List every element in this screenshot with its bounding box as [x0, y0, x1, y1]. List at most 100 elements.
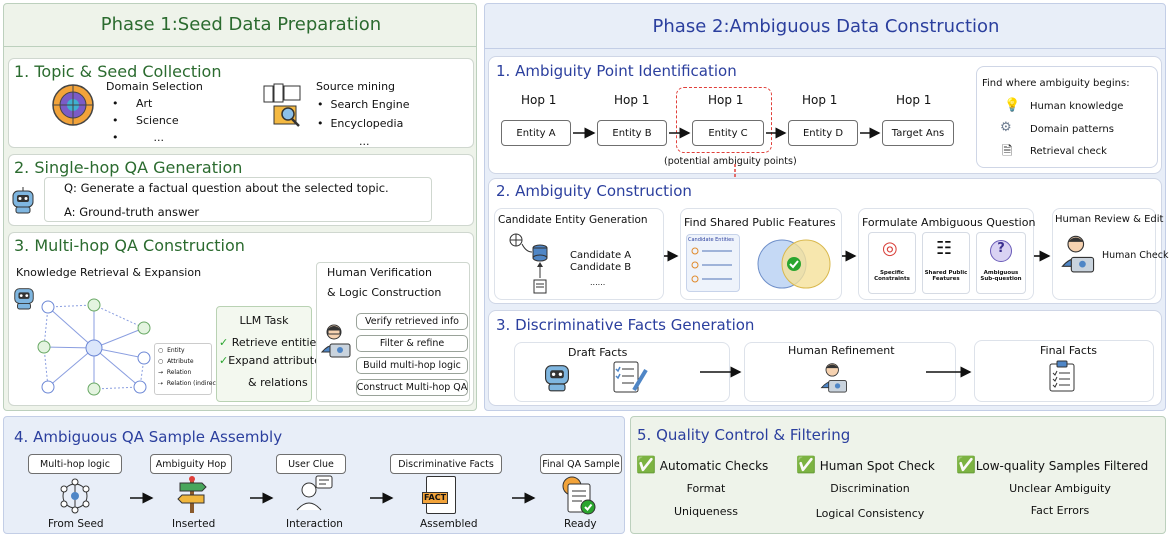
candidate-list-caption: Candidate Entities	[688, 237, 734, 243]
find-item-1: Domain patterns	[1030, 124, 1114, 135]
domain-item-1-text: Science	[135, 114, 179, 127]
hv-item-0: Verify retrieved info	[356, 313, 468, 330]
potential-label: (potential ambiguity points)	[664, 156, 797, 167]
hv-item-2: Build multi-hop logic	[356, 357, 468, 374]
review-title: Human Review & Edit	[1055, 214, 1164, 225]
legend-relation-indirect-text: Relation (indirect)	[166, 380, 221, 387]
user-chat-icon	[296, 475, 333, 511]
domain-item-2-text: ...	[153, 131, 164, 144]
legend-relation-text: Relation	[166, 369, 192, 376]
human-laptop-icon	[320, 324, 351, 358]
ambiguity-dashed-region	[676, 87, 772, 153]
signpost-icon	[177, 476, 207, 513]
constraint-label: Specific Constraints	[874, 270, 910, 282]
assembly-step-1-bottom: Inserted	[172, 518, 216, 530]
multihop-title: 3. Multi-hop QA Construction	[14, 236, 245, 255]
find-item-0: Human knowledge	[1030, 101, 1124, 112]
robot-icon-2	[14, 288, 34, 310]
construction-title: 2. Ambiguity Construction	[496, 182, 692, 200]
review-box	[1052, 208, 1156, 300]
llm-item-0-text: Retrieve entities	[231, 336, 323, 349]
source-item-1: • Encyclopedia	[317, 117, 404, 130]
legend-attribute: ○ Attribute	[158, 358, 194, 365]
source-label: Source mining	[316, 80, 396, 93]
quality-col-2-head-text: Low-quality Samples Filtered	[975, 459, 1149, 473]
human-laptop-icon-2	[820, 363, 847, 393]
llm-item-1: ✓Expand attributes	[219, 354, 327, 367]
quality-col-2-head: ✅Low-quality Samples Filtered	[956, 455, 1148, 474]
refine-box	[744, 342, 956, 402]
quality-col-2-item-1: Fact Errors	[1030, 504, 1090, 517]
writing-checklist-icon	[613, 361, 648, 393]
bulb-icon: 💡	[1004, 98, 1021, 113]
llm-item-0: ✓ Retrieve entities	[219, 336, 322, 349]
quality-col-1-item-1: Logical Consistency	[815, 507, 925, 520]
check-circle-icon: ✅	[636, 455, 656, 474]
entity-b: Entity B	[597, 120, 667, 146]
formulate-title: Formulate Ambiguous Question	[862, 216, 1036, 229]
hop-1: Hop 1	[614, 93, 650, 107]
find-title: Find where ambiguity begins:	[982, 78, 1130, 89]
question-icon: ?	[990, 240, 1012, 262]
gears-icon: ⚙	[1000, 120, 1012, 135]
features-label: Shared Public Features	[924, 270, 968, 282]
hv-title-1: Human Verification	[327, 266, 432, 279]
domain-item-2: • ...	[112, 131, 164, 144]
shared-title: Find Shared Public Features	[684, 216, 836, 229]
assembly-step-0-top: Multi-hop logic	[28, 454, 122, 474]
hop-3: Hop 1	[802, 93, 838, 107]
venn-diagram	[757, 239, 831, 289]
domain-item-0-text: Art	[135, 97, 153, 110]
kre-label: Knowledge Retrieval & Expansion	[16, 266, 202, 279]
assembly-step-0-bottom: From Seed	[48, 518, 104, 530]
assembly-step-4-bottom: Ready	[564, 518, 597, 530]
hv-item-3: Construct Multi-hop QA	[356, 379, 468, 396]
phase2-title: Phase 2:Ambiguous Data Construction	[652, 16, 1000, 37]
hop-4: Hop 1	[896, 93, 932, 107]
quality-col-1-head-text: Human Spot Check	[819, 459, 935, 473]
quality-col-2-item-0: Unclear Ambiguity	[1009, 482, 1111, 495]
domain-item-0: • Art	[112, 97, 153, 110]
reviewer-icon	[1061, 235, 1095, 273]
llm-task-title: LLM Task	[239, 314, 289, 327]
phase2-title-rule	[484, 48, 1166, 49]
domain-label: Domain Selection	[106, 80, 203, 93]
topic-seed-title: 1. Topic & Seed Collection	[14, 62, 222, 81]
source-item-2-text: ...	[358, 135, 370, 148]
legend-entity-text: Entity	[167, 347, 185, 354]
phase1-title: Phase 1:Seed Data Preparation	[100, 14, 382, 35]
quality-col-1-head: ✅ Human Spot Check	[796, 455, 935, 474]
quality-col-0-item-0: Format	[686, 482, 726, 495]
cand-item-0: Candidate A	[570, 250, 632, 261]
robot-icon-3	[545, 365, 569, 392]
candidate-list-rows	[691, 247, 732, 283]
hv-title-2: & Logic Construction	[327, 286, 442, 299]
hv-box	[316, 262, 470, 402]
cand-item-2: ......	[590, 278, 606, 287]
assembly-step-2-top: User Clue	[276, 454, 346, 474]
quality-col-0-head: ✅ Automatic Checks	[636, 455, 768, 474]
clipboard-icon	[1049, 360, 1075, 392]
singlehop-q: Q: Generate a factual question about the…	[64, 181, 389, 195]
constraint-card	[868, 232, 916, 294]
singlehop-qa-box	[44, 177, 432, 222]
legend-attribute-text: Attribute	[167, 358, 194, 365]
quality-col-0-head-text: Automatic Checks	[659, 459, 769, 473]
entity-a: Entity A	[501, 120, 571, 146]
assembly-step-4-top: Final QA Sample	[540, 454, 622, 474]
hop-2: Hop 1	[708, 93, 744, 107]
globe-icon	[52, 84, 94, 126]
final-sample-icon	[562, 476, 596, 515]
assembly-panel	[3, 416, 625, 534]
assembly-step-1-top: Ambiguity Hop	[150, 454, 232, 474]
source-item-2: ...	[317, 135, 370, 148]
source-item-0-text: Search Engine	[330, 98, 410, 111]
quality-title: 5. Quality Control & Filtering	[637, 426, 851, 444]
target-ans: Target Ans	[882, 120, 954, 146]
find-box	[976, 66, 1158, 168]
entity-c: Entity C	[692, 120, 764, 146]
quality-panel	[630, 416, 1166, 534]
checklist-icon: ☷	[936, 238, 953, 259]
assembly-step-3-bottom: Assembled	[420, 518, 478, 530]
